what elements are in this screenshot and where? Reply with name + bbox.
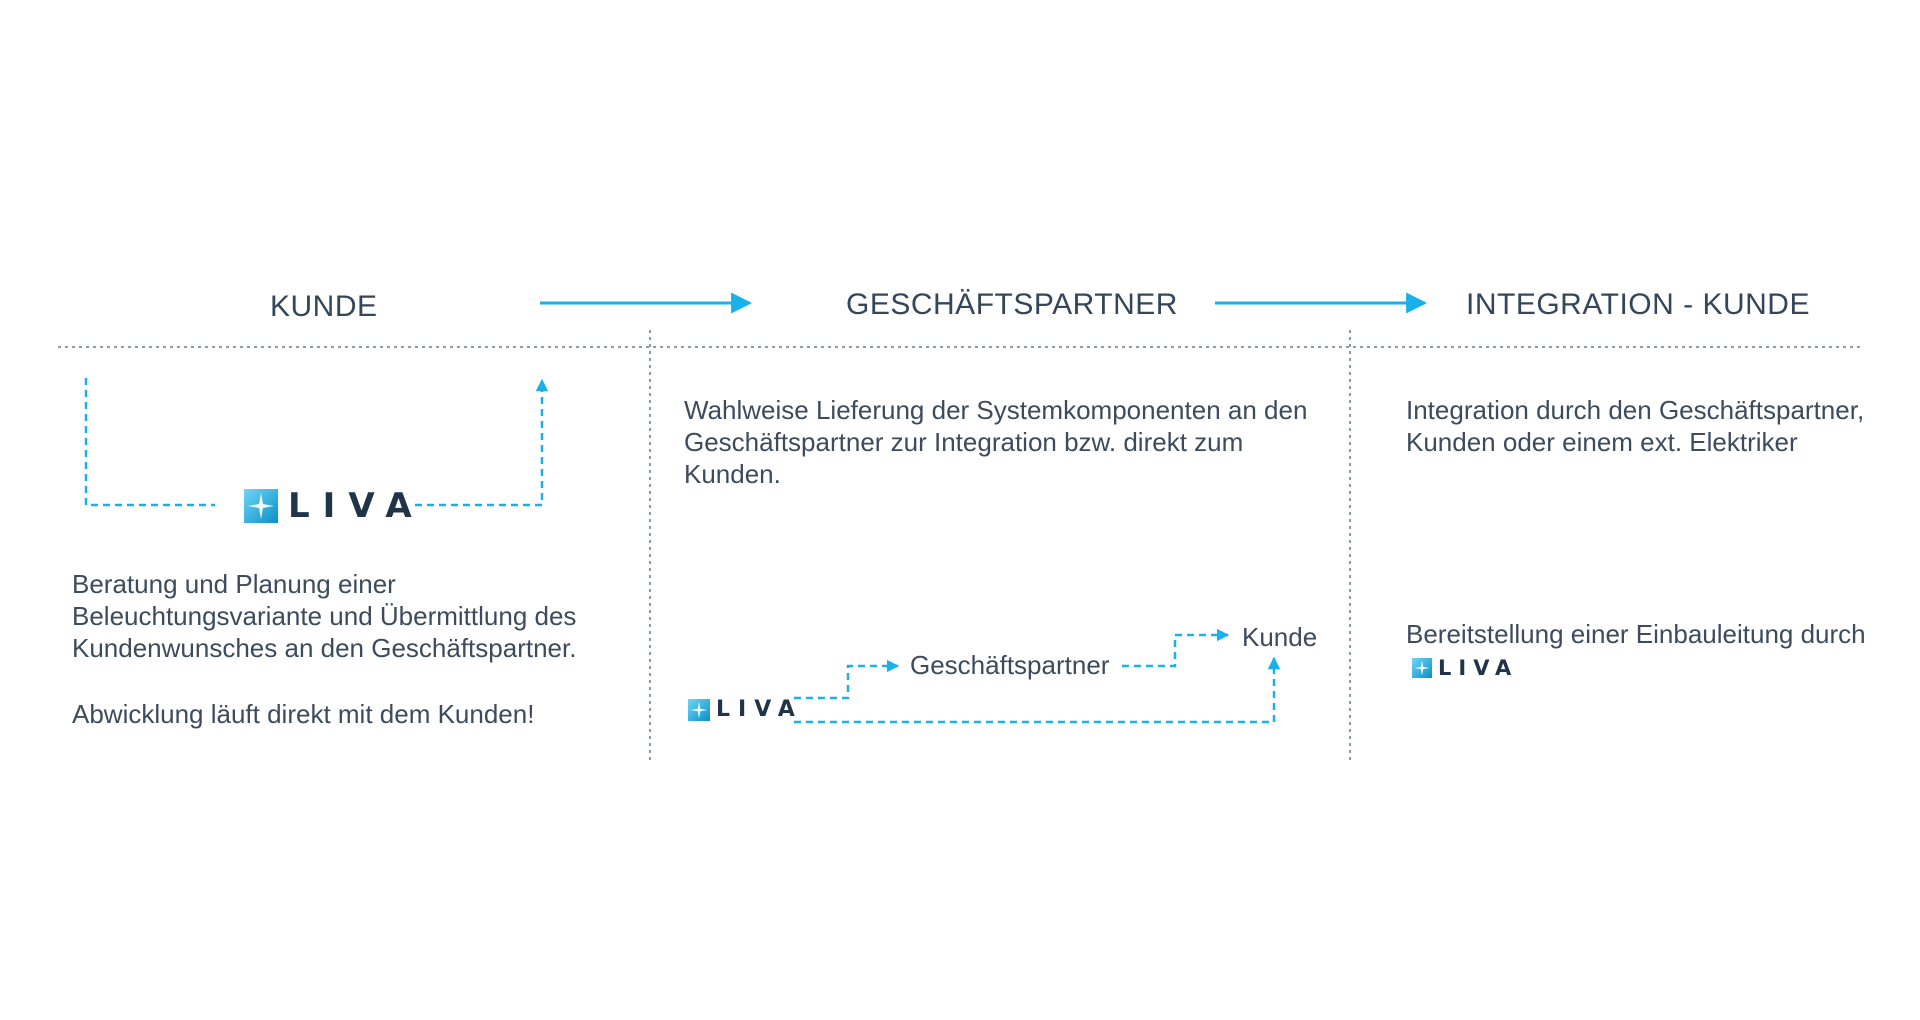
liva-logo-inline: LIVA [1412,652,1518,684]
flow-direct [794,656,1281,724]
kunde-loop-right [415,378,549,507]
flow-partner-label: Geschäftspartner [910,650,1110,680]
kunde-loop-left [84,378,215,507]
liva-logo-mark-icon [688,698,710,721]
heading-kunde: KUNDE [270,290,378,323]
provision-text: Bereitstellung einer Einbauleitung durch [1406,619,1866,649]
liva-logo-kunde: LIVA [244,486,425,526]
liva-logo-flow: LIVA [688,697,803,722]
flow-customer-label: Kunde [1242,622,1318,652]
kunde-note: Abwicklung läuft direkt mit dem Kunden! [72,699,535,729]
integration-description: Integration durch den Geschäftspartner, … [1406,395,1865,457]
liva-logo-mark-icon [244,489,278,523]
liva-logo-text: LIVA [1438,656,1519,680]
partner-description: Wahlweise Lieferung der Systemkomponente… [684,395,1308,489]
liva-logo-text: LIVA [288,486,425,526]
kunde-description: Beratung und Planung einer Beleuchtungsv… [72,569,577,663]
heading-integration-kunde: INTEGRATION - KUNDE [1466,288,1810,321]
integration-provision: Bereitstellung einer Einbauleitung durch… [1406,618,1886,684]
flow-step-2 [1122,628,1230,668]
heading-geschaeftspartner: GESCHÄFTSPARTNER [846,288,1178,321]
liva-logo-text: LIVA [716,697,803,722]
flow-step-1 [794,659,900,700]
liva-logo-mark-icon [1412,658,1432,678]
